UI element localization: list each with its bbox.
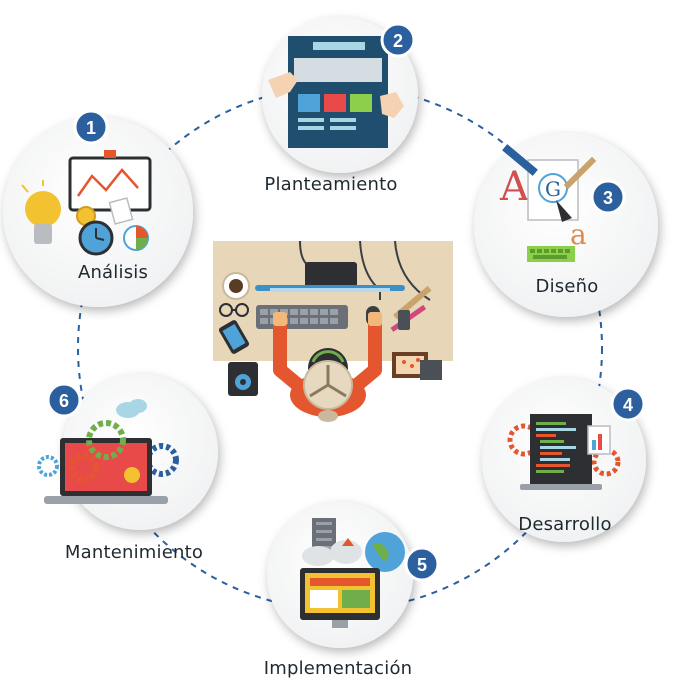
step-1-label: Análisis <box>77 262 149 283</box>
design-typography-icon: A G a <box>499 144 597 262</box>
svg-text:A: A <box>499 164 530 210</box>
step-6-label: Mantenimiento <box>64 542 204 563</box>
step-analysis: 1 <box>3 109 193 307</box>
developer-workstation-icon <box>213 240 453 422</box>
step-2-number: 2 <box>393 31 403 51</box>
step-4-label: Desarrollo <box>518 514 612 535</box>
maintenance-gears-icon <box>37 399 179 504</box>
planning-layout-icon <box>268 36 404 148</box>
step-5-badge <box>404 546 440 582</box>
step-development: 4 <box>482 378 646 542</box>
step-3-number: 3 <box>603 188 613 208</box>
step-1-badge <box>73 109 109 145</box>
step-maintenance: 6 <box>37 374 218 530</box>
step-6-badge <box>46 382 82 418</box>
step-6-number: 6 <box>59 391 69 411</box>
step-5-label: Implementación <box>263 658 413 679</box>
step-5-number: 5 <box>417 555 427 575</box>
svg-text:a: a <box>570 218 587 251</box>
step-design: A G a 3 <box>474 133 658 317</box>
step-1-number: 1 <box>86 118 96 138</box>
svg-text:G: G <box>545 177 561 201</box>
step-3-badge <box>590 179 626 215</box>
step-2-label: Planteamiento <box>264 174 398 195</box>
step-deployment: 5 <box>267 502 440 648</box>
step-3-label: Diseño <box>535 276 599 297</box>
deployment-server-icon <box>300 518 405 628</box>
step-4-number: 4 <box>623 395 633 415</box>
step-2-badge <box>380 22 416 58</box>
step-4-badge <box>610 386 646 422</box>
analysis-chart-icon <box>21 150 152 256</box>
development-code-icon <box>507 414 621 490</box>
step-planning: 2 <box>262 17 418 173</box>
